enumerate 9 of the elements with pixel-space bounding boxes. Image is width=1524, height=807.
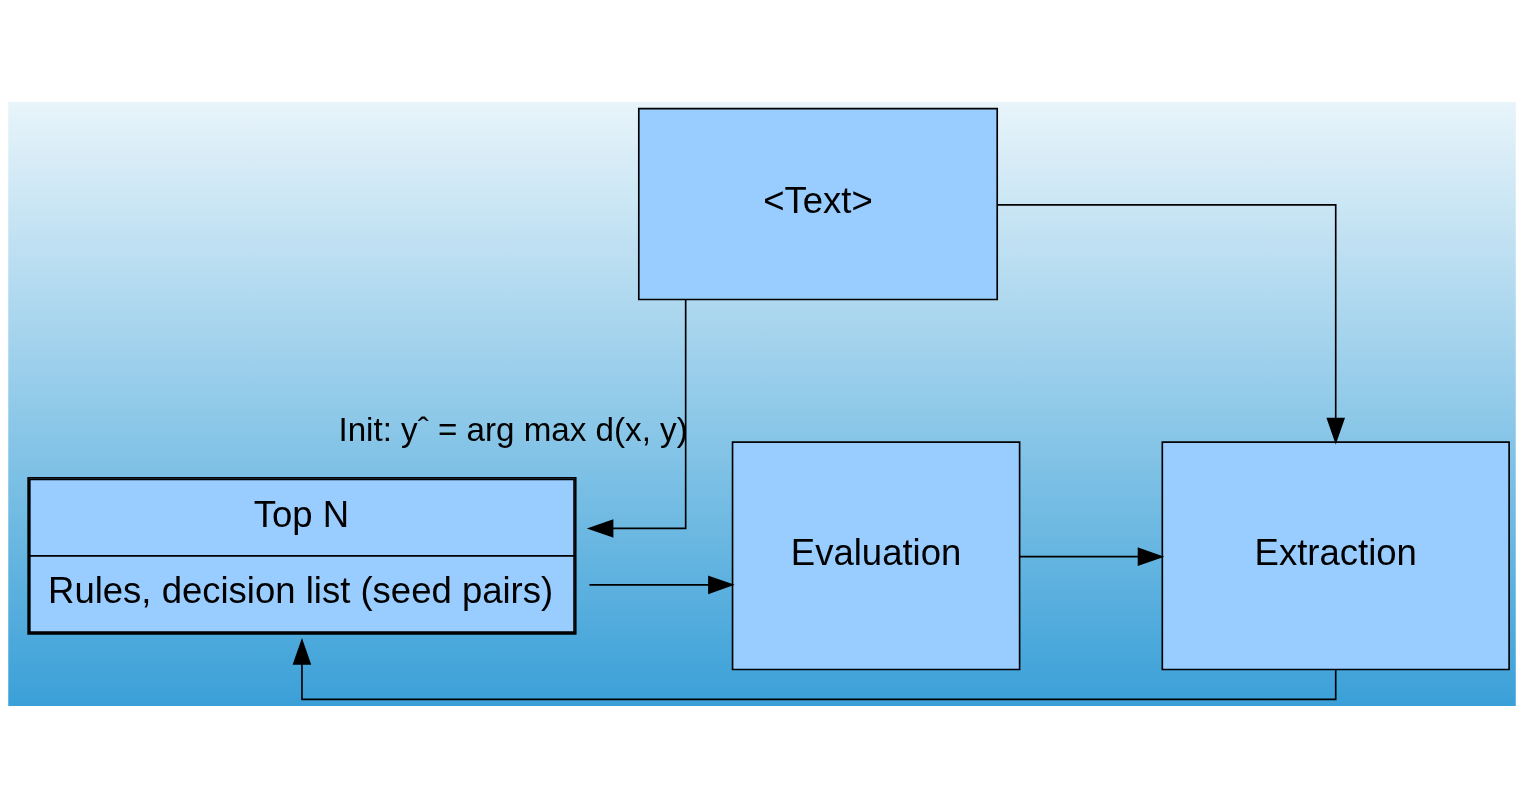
arrow xyxy=(586,298,687,538)
node-box: Extraction xyxy=(1161,440,1510,670)
node-box: Evaluation xyxy=(731,440,1021,670)
arrow xyxy=(1018,546,1165,566)
arrow xyxy=(292,637,1337,700)
edge-label: Init: yˆ = arg max d(x, y) xyxy=(338,410,688,448)
arrow xyxy=(588,575,735,594)
node-box: <Text> xyxy=(637,107,999,300)
arrow xyxy=(996,203,1345,444)
